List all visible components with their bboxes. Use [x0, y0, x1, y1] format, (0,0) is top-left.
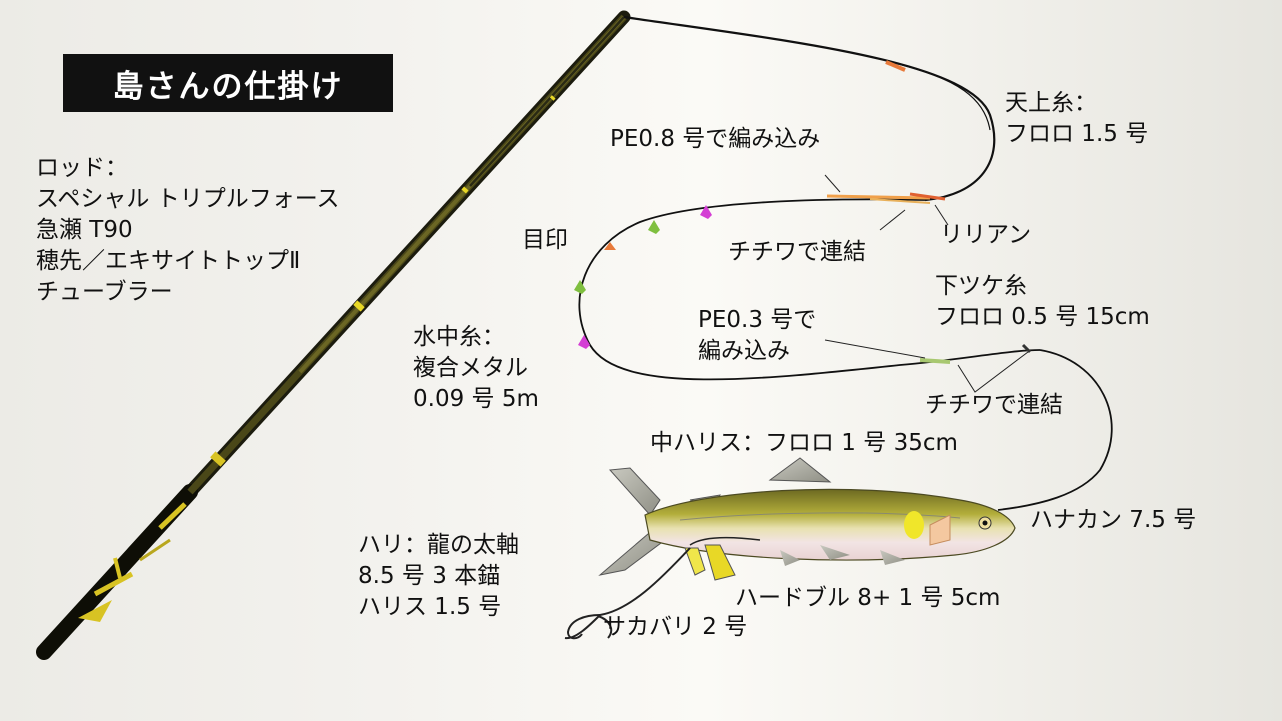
ayu-fish [598, 457, 1016, 581]
label-mejirushi: 目印 [522, 227, 568, 253]
rod-accent-marks [78, 95, 556, 622]
label-chichiwa-2: チチワで連結 [925, 392, 1063, 418]
label-lilian: リリアン [940, 222, 1032, 248]
line-connectors [826, 60, 1032, 364]
rod [36, 10, 631, 660]
label-naka-harisu: 中ハリス：フロロ 1 号 35cm [650, 430, 958, 456]
label-hanakan: ハナカン 7.5 号 [1030, 507, 1197, 533]
tenjo-ito-line [623, 15, 996, 202]
page-title: 島さんの仕掛け [63, 54, 393, 112]
label-pe08: PE0.8 号で編み込み [610, 126, 821, 152]
label-leaders [824, 174, 1029, 393]
label-hardbull: ハードブル 8+ 1 号 5cm [735, 585, 1001, 611]
label-suichu-ito: 水中糸： 複合メタル 0.09 号 5m [413, 324, 539, 412]
label-tenjo-ito: 天上糸： フロロ 1.5 号 [1005, 90, 1149, 147]
naka-harisu-line [997, 349, 1113, 511]
label-shimotsuke: 下ツケ糸 フロロ 0.5 号 15cm [935, 273, 1150, 330]
mejirushi-markers [574, 205, 712, 349]
label-rod: ロッド： スペシャル トリプルフォース 急瀬 T90 穂先／エキサイトトップⅡ … [36, 155, 340, 305]
hooks [564, 536, 761, 640]
label-pe03: PE0.3 号で 編み込み [698, 307, 817, 364]
label-sakabari: サカバリ 2 号 [603, 614, 748, 640]
label-hari: ハリ：龍の太軸 8.5 号 3 本錨 ハリス 1.5 号 [358, 532, 519, 620]
label-chichiwa-1: チチワで連結 [728, 239, 866, 265]
